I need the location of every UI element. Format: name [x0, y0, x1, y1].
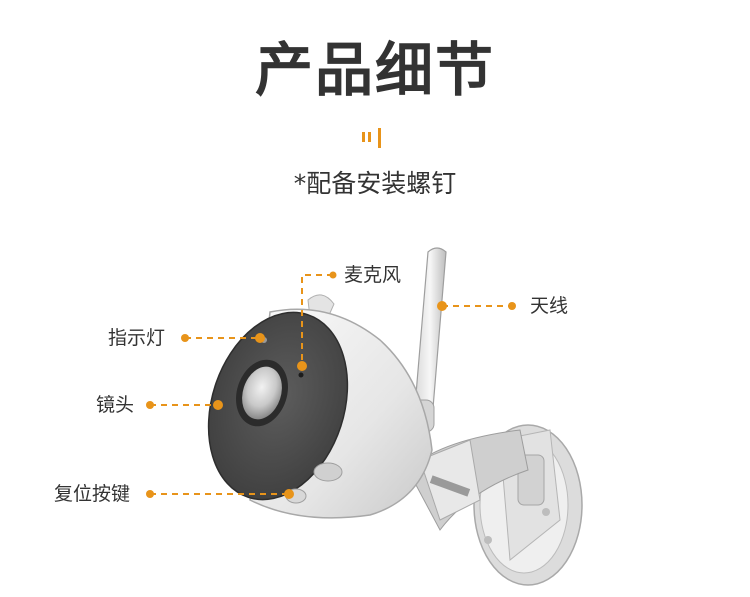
callout-antenna: 天线 [530, 295, 569, 317]
lens-dot-outer [146, 401, 154, 409]
microphone-dot-outer [329, 271, 337, 279]
callout-indicator-light: 指示灯 [108, 327, 166, 349]
callout-lens: 镜头 [96, 394, 135, 416]
reset-dot [284, 489, 294, 499]
antenna-dot-outer [508, 302, 516, 310]
decorative-tick-icon [362, 128, 381, 148]
reset-dot-outer [146, 490, 154, 498]
callout-reset-button: 复位按键 [54, 483, 131, 505]
bracket-arm [407, 429, 529, 531]
reset-area [285, 462, 343, 504]
camera-front-face [207, 311, 349, 501]
indicator-dot-outer [181, 334, 189, 342]
microphone-dot [297, 361, 307, 371]
indicator-dot [255, 333, 265, 343]
page-title: 产品细节 [254, 36, 495, 104]
microphone-hole [298, 372, 304, 378]
microphone-leader-line [301, 274, 333, 366]
callout-microphone: 麦克风 [344, 264, 402, 286]
lens [242, 366, 282, 420]
lens-dot [213, 400, 223, 410]
antenna-dot [437, 301, 447, 311]
page-subtitle: *配备安装螺钉 [293, 169, 457, 198]
